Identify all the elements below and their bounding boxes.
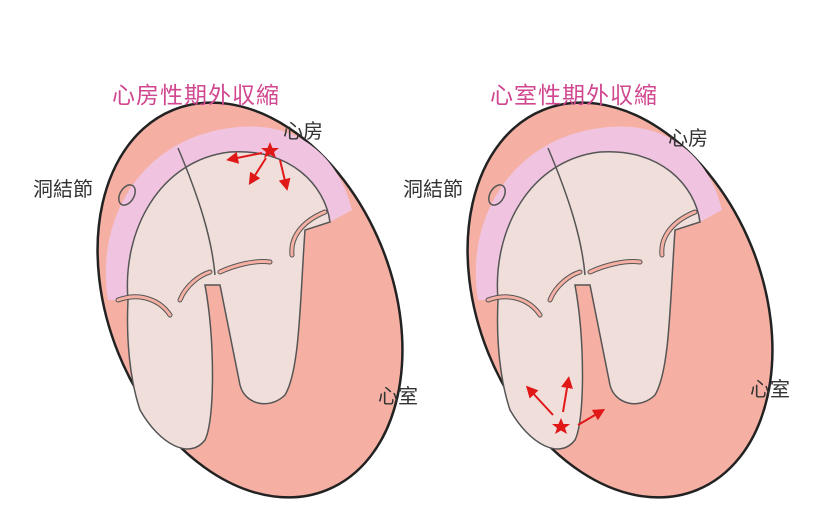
label-sa-node: 洞結節 [33,177,93,201]
sa-node-icon [118,184,136,206]
label-sa-node: 洞結節 [403,177,463,201]
label-atrium: 心房 [668,126,708,150]
ectopic-focus-star-icon [525,376,606,434]
heart-ventricular-extrasystole [466,101,774,499]
panel-title-atrial: 心房性期外収縮 [112,83,280,109]
panel-title-ventricular: 心室性期外収縮 [490,83,658,109]
sa-node-icon [488,184,506,206]
label-atrium: 心房 [283,119,323,143]
ectopic-focus-star-icon [226,142,291,191]
label-ventricle: 心室 [378,384,418,408]
label-ventricle: 心室 [750,377,790,401]
heart-atrial-extrasystole [96,101,404,499]
